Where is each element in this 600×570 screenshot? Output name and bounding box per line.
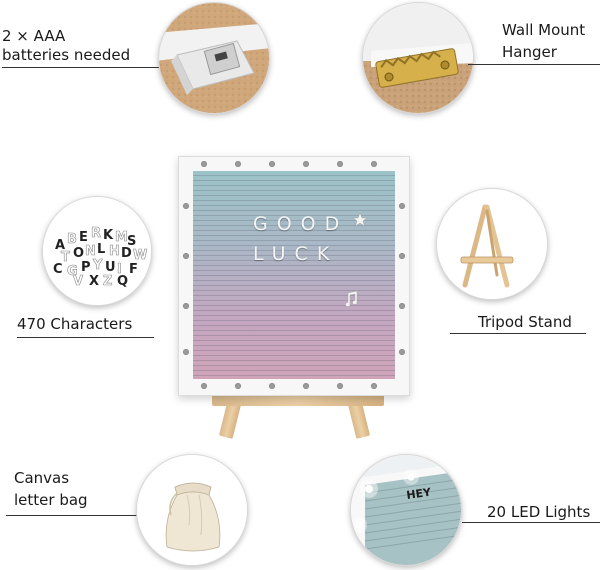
- felt-surface: GOOD LUCK: [193, 171, 395, 379]
- led-bulb: [201, 161, 207, 167]
- svg-text:V: V: [73, 274, 83, 289]
- wall-hanger-label-line2: Hanger: [502, 43, 557, 61]
- svg-text:HEY: HEY: [406, 486, 433, 502]
- svg-text:H: H: [109, 244, 120, 259]
- led-bulb: [399, 303, 405, 309]
- letter-board: GOOD LUCK: [178, 156, 410, 396]
- led-bulb: [235, 383, 241, 389]
- wall-hanger-photo: [362, 2, 474, 114]
- svg-text:F: F: [129, 262, 138, 277]
- svg-text:X: X: [89, 274, 99, 289]
- led-bulb: [399, 203, 405, 209]
- wall-hanger-label-line1: Wall Mount: [502, 21, 586, 39]
- svg-text:L: L: [97, 242, 105, 257]
- svg-text:M: M: [115, 230, 128, 245]
- led-lights-photo: HEY: [350, 454, 462, 566]
- svg-text:Z: Z: [103, 274, 112, 289]
- bag-label-line1: Canvas: [14, 469, 70, 487]
- tripod-label: Tripod Stand: [478, 313, 572, 331]
- svg-text:D: D: [121, 246, 132, 261]
- svg-text:I: I: [117, 262, 122, 277]
- svg-text:A: A: [55, 238, 65, 253]
- svg-text:W: W: [133, 248, 147, 263]
- svg-text:U: U: [105, 260, 116, 275]
- svg-text:S: S: [127, 234, 136, 249]
- batteries-label-line2: batteries needed: [2, 46, 131, 64]
- svg-text:Y: Y: [92, 258, 103, 273]
- led-bulb: [201, 383, 207, 389]
- board-text-line1: GOOD: [253, 213, 349, 235]
- characters-pointer-line: [17, 337, 154, 338]
- svg-text:N: N: [85, 244, 96, 259]
- svg-text:K: K: [103, 228, 114, 243]
- led-bulb: [183, 253, 189, 259]
- battery-box-photo: [158, 2, 270, 114]
- led-bulb: [371, 383, 377, 389]
- wall-hanger-pointer-line: [468, 64, 600, 65]
- music-note-icon: [345, 291, 358, 307]
- led-bulb: [269, 383, 275, 389]
- led-bulb: [235, 161, 241, 167]
- led-bulb: [399, 349, 405, 355]
- canvas-bag-photo: [136, 454, 248, 566]
- svg-text:Q: Q: [117, 274, 128, 289]
- led-bulb: [183, 349, 189, 355]
- tripod-stand-photo: [436, 188, 548, 300]
- led-bulb: [303, 383, 309, 389]
- batteries-pointer-line: [2, 67, 162, 68]
- led-bulb: [183, 203, 189, 209]
- svg-text:E: E: [79, 230, 88, 245]
- svg-text:T: T: [61, 250, 70, 265]
- svg-text:O: O: [73, 246, 84, 261]
- svg-text:P: P: [81, 260, 91, 275]
- bag-pointer-line: [6, 515, 140, 516]
- led-bulb: [269, 161, 275, 167]
- bag-label-line2: letter bag: [14, 491, 88, 509]
- svg-text:B: B: [67, 232, 77, 247]
- led-bulb: [399, 253, 405, 259]
- svg-text:R: R: [91, 226, 101, 241]
- characters-label: 470 Characters: [17, 315, 133, 333]
- star-icon: [353, 213, 367, 227]
- batteries-label-line1: 2 × AAA: [2, 27, 66, 45]
- led-bulb: [183, 303, 189, 309]
- svg-text:C: C: [53, 262, 63, 277]
- led-bulb: [303, 161, 309, 167]
- svg-text:G: G: [67, 264, 78, 279]
- led-bulb: [337, 383, 343, 389]
- led-bulb: [371, 161, 377, 167]
- board-text-line2: LUCK: [253, 243, 339, 265]
- led-pointer-line: [462, 522, 600, 523]
- led-bulb: [337, 161, 343, 167]
- led-label: 20 LED Lights: [487, 503, 591, 521]
- tripod-pointer-line: [450, 333, 586, 334]
